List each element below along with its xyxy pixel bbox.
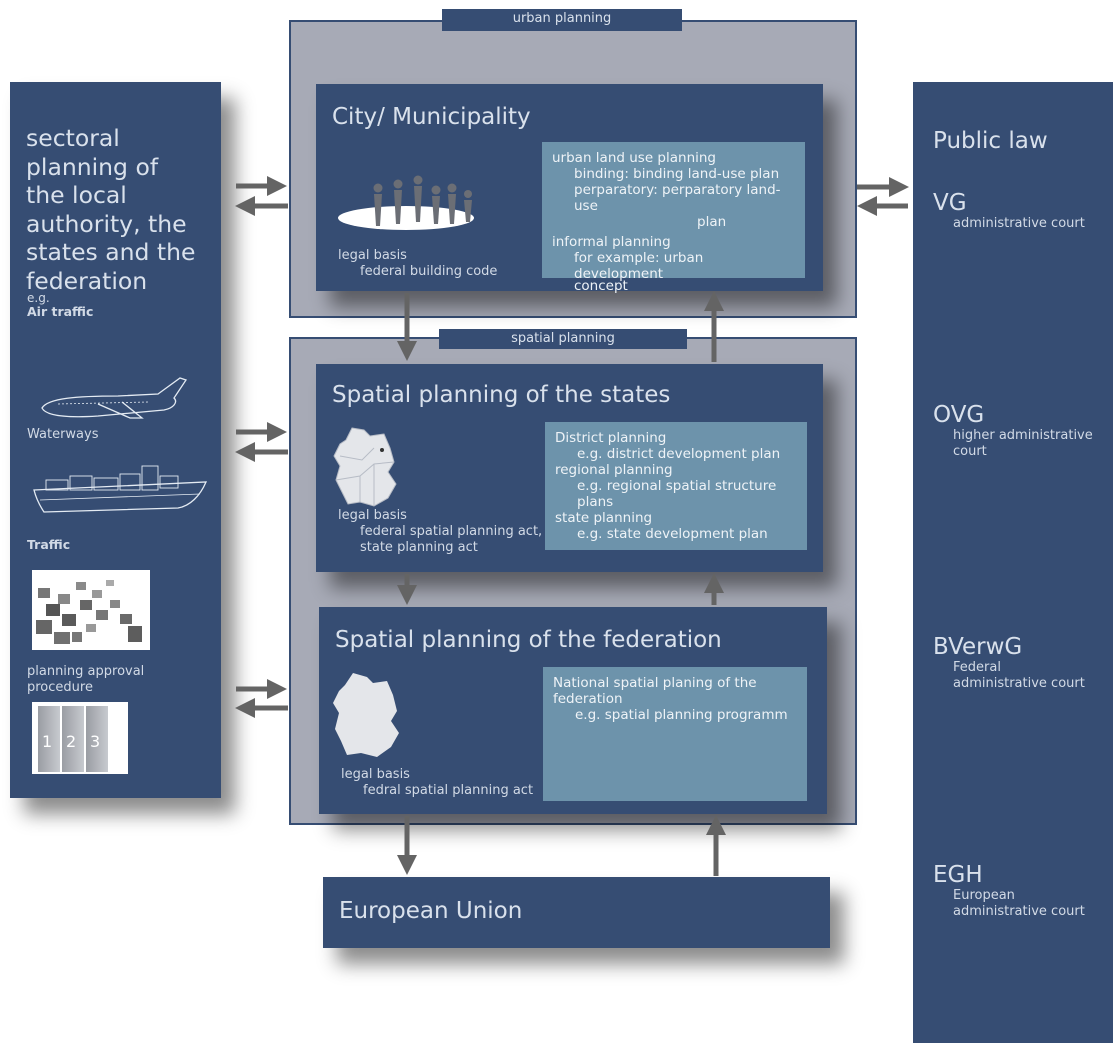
court-ovg: OVG higher administrative court [933,402,1093,460]
waterways-label: Waterways [27,427,99,442]
binder-number: 1 [42,732,53,751]
spatial-planning-tag: spatial planning [439,329,687,349]
binder [38,706,60,772]
court-abbr: BVerwG [933,634,1023,660]
binder [62,706,84,772]
eg-label: e.g. [27,291,50,305]
traffic-image [32,570,150,650]
court-abbr: OVG [933,402,985,428]
court-abbr: VG [933,190,967,216]
court-desc: administrative court [953,676,1085,691]
binder [86,706,108,772]
germany-states-map-icon [333,427,397,507]
court-desc: administrative court [953,904,1085,919]
approval-label: planning approval procedure [27,664,145,695]
sectoral-heading: sectoral planning of the local authority… [26,124,196,295]
germany-map-icon [333,673,399,757]
sectoral-planning-panel: sectoral planning of the local authority… [10,82,221,798]
states-box: Spatial planning of the states legal bas… [316,364,823,572]
airplane-icon [41,377,188,419]
federation-legal-basis: legal basis fedral spatial planning act [341,767,534,798]
public-law-panel: Public law VG administrative court OVG h… [913,82,1113,1043]
federation-title: Spatial planning of the federation [335,627,722,653]
court-desc: court [953,444,987,459]
federation-box: Spatial planning of the federation legal… [319,607,827,814]
court-desc: higher administrative [953,428,1093,443]
eu-title: European Union [339,898,523,924]
court-desc: administrative court [953,216,1085,231]
states-legal-basis: legal basis federal spatial planning act… [338,508,543,555]
court-bverwg: BVerwG Federal administrative court [933,634,1085,692]
european-union-box: European Union [323,877,830,948]
city-legal-basis: legal basis federal building code [338,248,498,279]
court-desc: European [953,888,1015,903]
states-plans-box: District planning e.g. district developm… [545,422,807,550]
city-municipality-box: City/ Municipality legal basis federal b… [316,84,823,294]
federation-plans-box: National spatial planing of the federati… [543,667,807,801]
court-egh: EGH European administrative court [933,862,1085,920]
court-vg: VG administrative court [933,190,1085,232]
ship-icon [33,465,208,513]
binders-image: 1 2 3 [32,702,128,774]
public-law-heading: Public law [933,128,1048,154]
city-title: City/ Municipality [332,104,531,130]
city-plans-box: urban land use planning binding: binding… [542,142,805,294]
court-abbr: EGH [933,862,983,888]
states-title: Spatial planning of the states [332,382,671,408]
traffic-label: Traffic [27,537,71,552]
urban-planning-tag: urban planning [442,9,682,31]
air-traffic-label: Air traffic [27,304,94,319]
people-icon [338,175,474,230]
binder-number: 3 [90,732,101,751]
binder-number: 2 [66,732,77,751]
court-desc: Federal [953,660,1001,675]
